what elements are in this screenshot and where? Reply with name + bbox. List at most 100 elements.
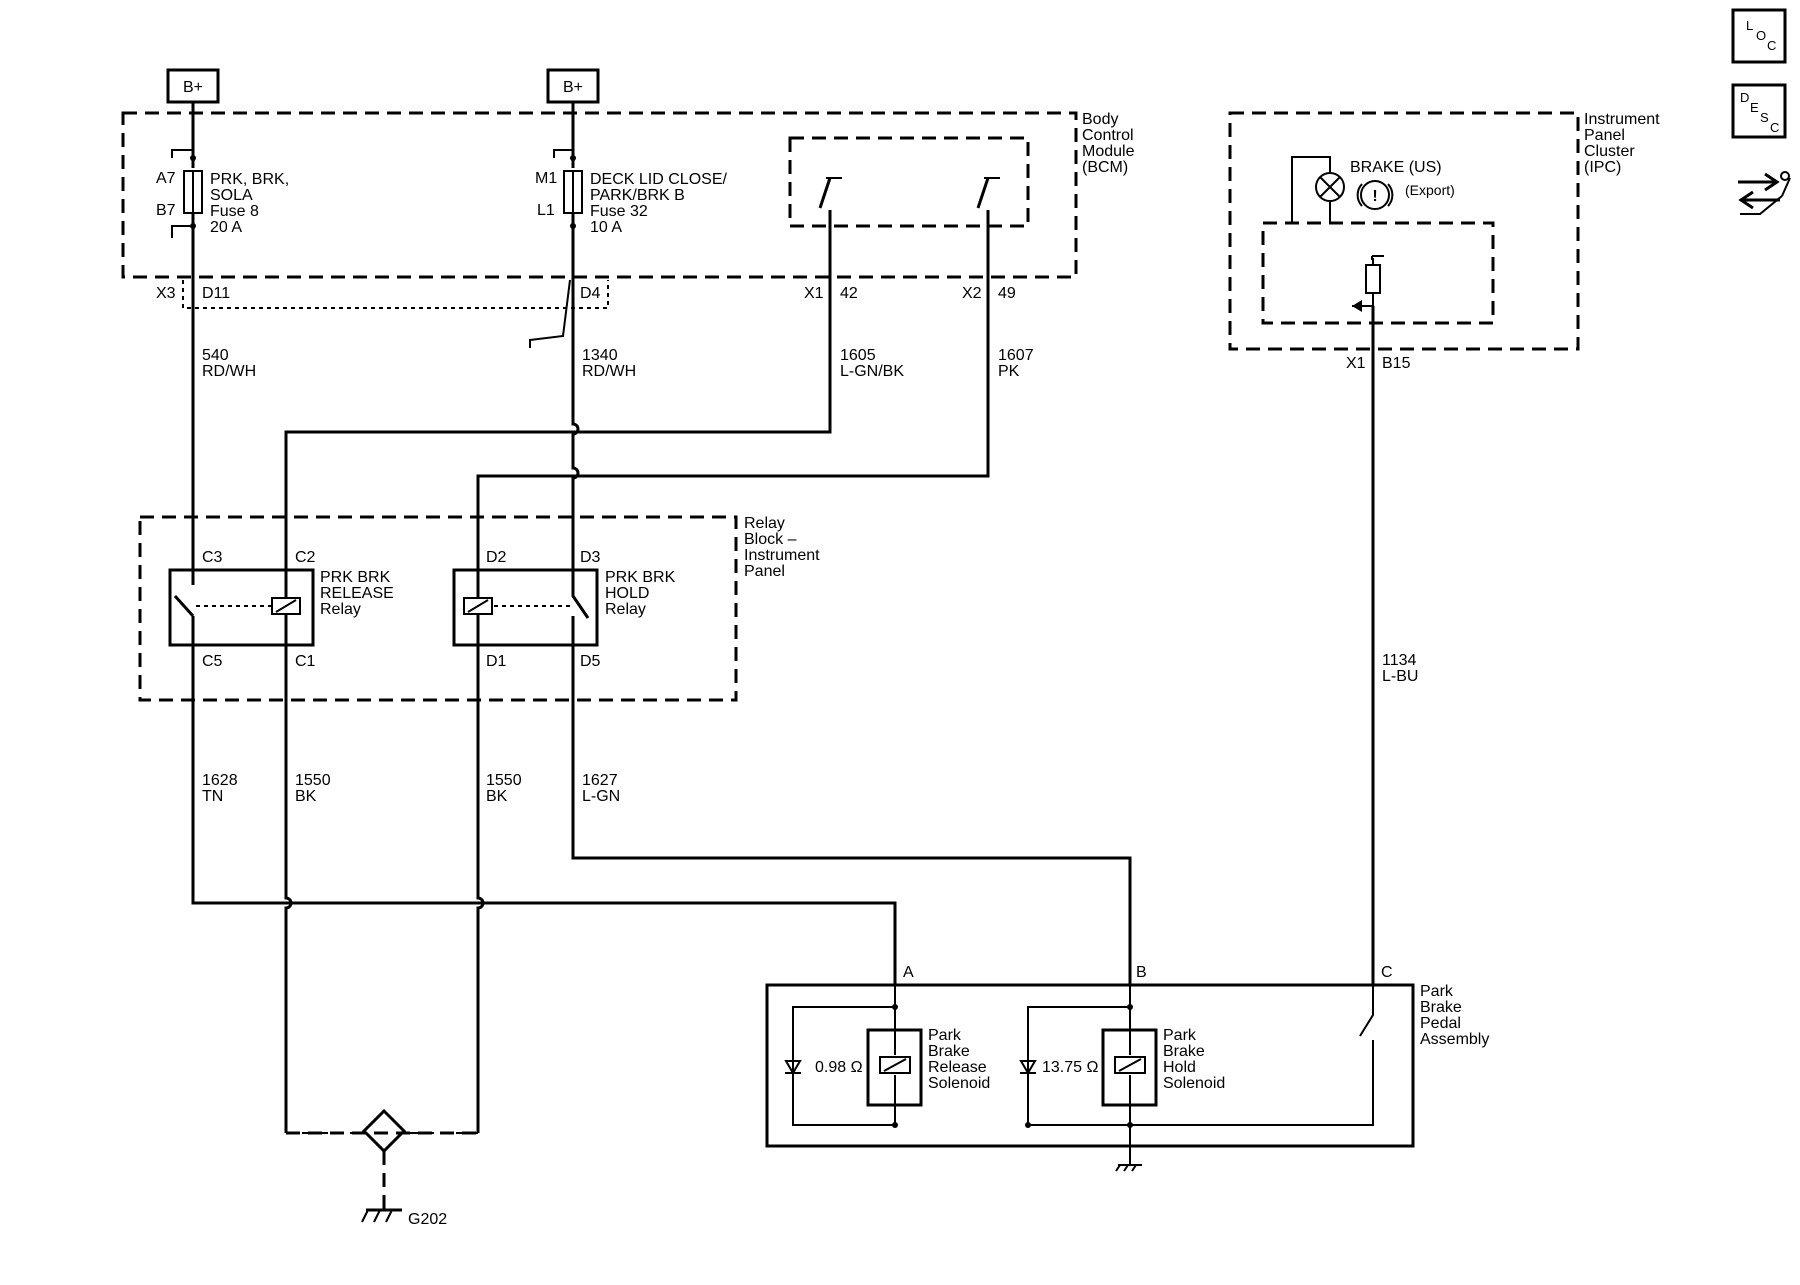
fuse8-pin-in: A7: [156, 170, 176, 187]
b-plus-supply-1: B+: [166, 68, 220, 104]
prk-brk-release-relay: C3 C2 C5 C1 PRK BRK RELEASE Relay: [168, 549, 394, 670]
hold-solenoid-label: Hold: [1163, 1059, 1196, 1076]
wire-1550-right: [476, 645, 485, 1133]
wire-number: 1550: [486, 772, 522, 789]
fuse8-label: SOLA: [210, 187, 253, 204]
pin-b15: B15: [1382, 355, 1411, 372]
fuse32-pin-out: L1: [537, 202, 555, 219]
pin-d2: D2: [486, 549, 507, 566]
body-control-module: Body Control Module (BCM): [121, 111, 1135, 279]
relay-block-instrument-panel: Relay Block – Instrument Panel: [138, 515, 820, 702]
navigation-arrows-icon[interactable]: [1738, 171, 1791, 215]
wire-number: 1627: [582, 772, 618, 789]
pin-49: 49: [998, 285, 1016, 302]
hold-solenoid-label: Solenoid: [1163, 1075, 1225, 1092]
loc-letter: C: [1767, 38, 1776, 53]
hold-resistance: 13.75 Ω: [1042, 1059, 1098, 1076]
bcm-label-line: Module: [1082, 143, 1135, 160]
release-relay-label: Relay: [320, 601, 361, 618]
connector-x1: X1: [804, 285, 824, 302]
export-label: (Export): [1405, 182, 1455, 198]
fuse-32: M1 L1 DECK LID CLOSE/ PARK/BRK B Fuse 32…: [535, 102, 727, 240]
wire-color: BK: [295, 788, 317, 805]
pin-c1: C1: [295, 653, 316, 670]
pin-42: 42: [840, 285, 858, 302]
release-resistance: 0.98 Ω: [815, 1059, 863, 1076]
wire-1628: [191, 645, 897, 985]
wire-labels-lower: 1628 TN 1550 BK 1550 BK 1627 L-GN: [202, 772, 620, 805]
release-solenoid-label: Park: [928, 1027, 962, 1044]
connector-x1: X1: [1346, 355, 1366, 372]
wire-color: TN: [202, 788, 223, 805]
desc-letter: S: [1760, 110, 1769, 125]
wire-1607: [476, 210, 990, 570]
pin-c3: C3: [202, 549, 223, 566]
wire-color: BK: [486, 788, 508, 805]
desc-letter: D: [1740, 90, 1749, 105]
fuse-8: A7 B7 PRK, BRK, SOLA Fuse 8 20 A: [156, 102, 289, 240]
wire-1550-left: [284, 645, 293, 1133]
desc-button[interactable]: D E S C: [1731, 83, 1787, 139]
brake-us-label: BRAKE (US): [1350, 159, 1442, 176]
loc-button[interactable]: L O C: [1731, 8, 1787, 64]
connector-x3: X3: [156, 285, 176, 302]
ground-label: G202: [408, 1211, 447, 1228]
desc-letter: C: [1770, 120, 1779, 135]
release-relay-label: RELEASE: [320, 585, 394, 602]
ipc-label: Instrument: [1584, 111, 1660, 128]
connector-x2: X2: [962, 285, 982, 302]
pin-c5: C5: [202, 653, 223, 670]
bcm-switch-box: [788, 136, 1030, 228]
fuse32-label: 10 A: [590, 219, 622, 236]
wire-color: L-GN: [582, 788, 620, 805]
loc-letter: L: [1746, 18, 1753, 33]
bcm-label-line: (BCM): [1082, 159, 1128, 176]
bcm-label-line: Control: [1082, 127, 1134, 144]
wire-number: 1605: [840, 347, 876, 364]
pin-c: C: [1381, 964, 1393, 981]
brake-warning-icon: !: [1356, 180, 1394, 210]
wire-number: 1628: [202, 772, 238, 789]
hold-solenoid-label: Brake: [1163, 1043, 1205, 1060]
release-solenoid-label: Release: [928, 1059, 987, 1076]
hold-solenoid-label: Park: [1163, 1027, 1197, 1044]
wire-number: 1607: [998, 347, 1034, 364]
pedal-label: Brake: [1420, 999, 1462, 1016]
ground-g202: G202: [284, 1108, 480, 1228]
fuse32-pin-in: M1: [535, 170, 557, 187]
wire-color: PK: [998, 363, 1020, 380]
hold-relay-label: HOLD: [605, 585, 649, 602]
svg-text:!: !: [1372, 188, 1377, 205]
pin-b: B: [1136, 964, 1147, 981]
wire-color: L-GN/BK: [840, 363, 904, 380]
wire-color: RD/WH: [582, 363, 636, 380]
pin-c2: C2: [295, 549, 316, 566]
desc-letter: E: [1750, 100, 1759, 115]
hold-relay-label: PRK BRK: [605, 569, 676, 586]
wire-1605: [284, 210, 832, 570]
loc-letter: O: [1756, 28, 1766, 43]
pedal-label: Assembly: [1420, 1031, 1489, 1048]
fuse8-label: Fuse 8: [210, 203, 259, 220]
instrument-panel-cluster: Instrument Panel Cluster (IPC) BRAKE (US…: [1228, 111, 1660, 372]
ipc-label: (IPC): [1584, 159, 1621, 176]
ipc-label: Cluster: [1584, 143, 1635, 160]
wire-number: 1340: [582, 347, 618, 364]
prk-brk-hold-relay: D2 D3 D1 D5 PRK BRK HOLD Relay: [452, 549, 676, 670]
wire-1627: [571, 645, 1132, 985]
fuse8-label: PRK, BRK,: [210, 171, 289, 188]
bcm-connectors: X3 D11 D4 X1 42 X2 49: [156, 279, 1016, 348]
pin-d11: D11: [202, 285, 230, 302]
fuse32-label: Fuse 32: [590, 203, 648, 220]
wire-color: L-BU: [1382, 668, 1418, 685]
ipc-label: Panel: [1584, 127, 1625, 144]
fuse8-label: 20 A: [210, 219, 242, 236]
fuse32-label: DECK LID CLOSE/: [590, 171, 727, 188]
hold-relay-label: Relay: [605, 601, 646, 618]
relay-block-label: Panel: [744, 563, 785, 580]
fuse32-label: PARK/BRK B: [590, 187, 685, 204]
wire-1340: [571, 240, 580, 570]
b-plus-supply-2: B+: [546, 68, 600, 104]
